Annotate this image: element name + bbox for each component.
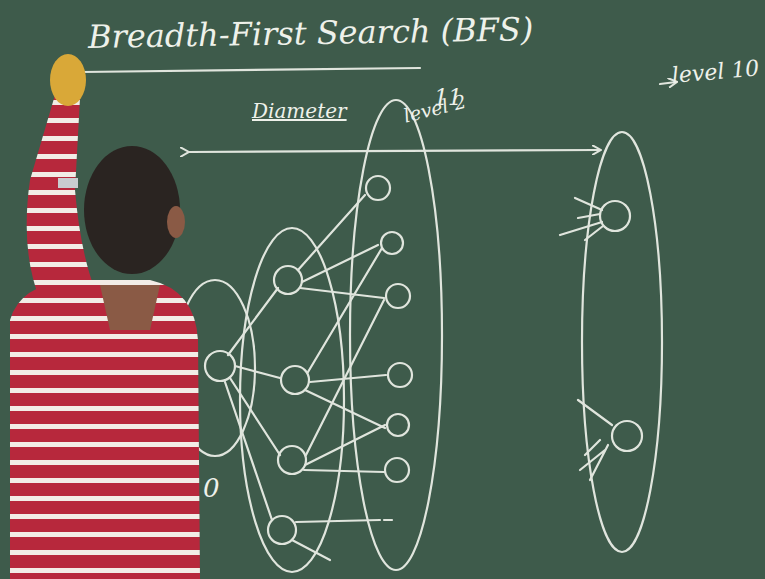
graph-vertex (388, 363, 412, 387)
level-ellipse (350, 100, 442, 570)
graph-vertex (268, 516, 296, 544)
graph-vertex (366, 176, 390, 200)
graph-vertex (600, 201, 630, 231)
graph-edge (225, 288, 280, 520)
level-label: level 2 (401, 91, 468, 127)
diameter-arrow (188, 150, 600, 152)
graph-vertex (278, 446, 306, 474)
graph-vertex (386, 284, 410, 308)
title-underline (82, 68, 420, 72)
level-number: 0 (203, 474, 220, 503)
level-ellipse (582, 132, 662, 552)
graph-vertex (612, 421, 642, 451)
graph-vertex (281, 366, 309, 394)
level-label: level 10 (671, 56, 760, 88)
graph-vertex (385, 458, 409, 482)
graph-vertex (384, 519, 392, 521)
graph-edge (560, 198, 612, 480)
lecturer (10, 54, 200, 579)
graph-vertex (387, 414, 409, 436)
graph-vertex (274, 266, 302, 294)
board-title: Breadth-First Search (BFS) (88, 12, 534, 55)
graph-vertex (205, 351, 235, 381)
graph-vertex (381, 232, 403, 254)
graph-edge (292, 195, 386, 560)
diameter-label: Diameter (252, 100, 347, 122)
